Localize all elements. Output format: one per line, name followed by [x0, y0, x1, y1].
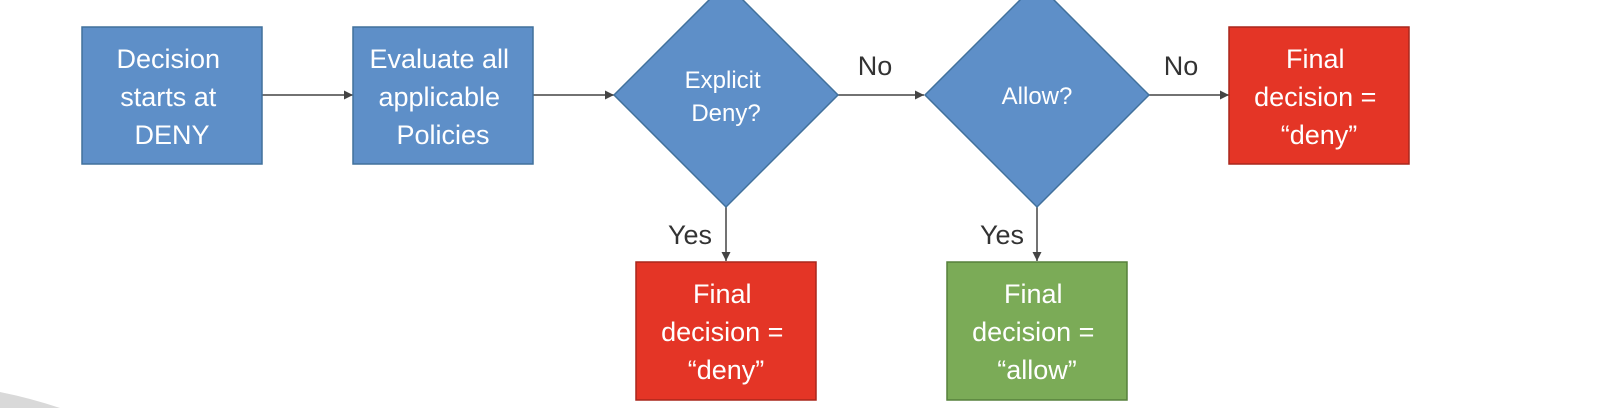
corner-shade: [0, 392, 60, 408]
node-final-deny-bottom-line-1: Final: [693, 279, 752, 309]
edge-label-allow-yes: Yes: [980, 220, 1024, 250]
node-final-deny-right-line-2: decision =: [1254, 82, 1376, 112]
svg-text:Allow?: Allow?: [1002, 83, 1073, 110]
svg-text:Final decision = “: Final decision = “allow”: [972, 279, 1102, 385]
node-explicit-deny-decision: Explicit Deny?: [612, 0, 840, 209]
node-final-deny-bottom: Final decision = “deny”: [635, 261, 817, 401]
node-final-deny-bottom-line-3: “deny”: [688, 355, 765, 385]
node-decision-start-line-3: DENY: [134, 120, 209, 150]
node-final-allow-line-3: “allow”: [997, 355, 1077, 385]
node-explicit-deny-line-1: Explicit: [685, 67, 761, 94]
svg-text:Final decision = “: Final decision = “deny”: [1254, 44, 1384, 150]
node-allow-line-1: Allow?: [1002, 83, 1073, 110]
node-final-deny-right-line-1: Final: [1286, 44, 1345, 74]
node-evaluate-line-3: Policies: [396, 120, 489, 150]
node-final-deny-right-line-3: “deny”: [1281, 120, 1358, 150]
node-final-deny-right: Final decision = “deny”: [1228, 26, 1410, 165]
edge-label-explicit-deny-yes: Yes: [668, 220, 712, 250]
node-explicit-deny-line-2: Deny?: [691, 100, 760, 127]
svg-text:Decision starts at: Decision starts at DENY: [116, 44, 227, 150]
edge-label-allow-no: No: [1164, 51, 1199, 81]
node-evaluate-policies: Evaluate all applicable Policies: [352, 26, 534, 165]
node-final-allow-line-2: decision =: [972, 317, 1094, 347]
edge-label-explicit-deny-no: No: [858, 51, 893, 81]
node-final-allow-line-1: Final: [1004, 279, 1063, 309]
svg-text:Final decision = “: Final decision = “deny”: [661, 279, 791, 385]
node-allow-decision: Allow?: [923, 0, 1151, 209]
node-decision-start-line-2: starts at: [120, 82, 217, 112]
node-decision-start-line-1: Decision: [116, 44, 220, 74]
svg-text:Evaluate all applicable: Evaluate all applicable Policies: [369, 44, 516, 150]
node-evaluate-line-2: applicable: [378, 82, 500, 112]
node-decision-start: Decision starts at DENY: [81, 26, 263, 165]
svg-text:Explicit Deny?: Explicit Deny?: [685, 67, 768, 127]
node-final-deny-bottom-line-2: decision =: [661, 317, 783, 347]
node-evaluate-line-1: Evaluate all: [369, 44, 509, 74]
node-final-allow: Final decision = “allow”: [946, 261, 1128, 401]
